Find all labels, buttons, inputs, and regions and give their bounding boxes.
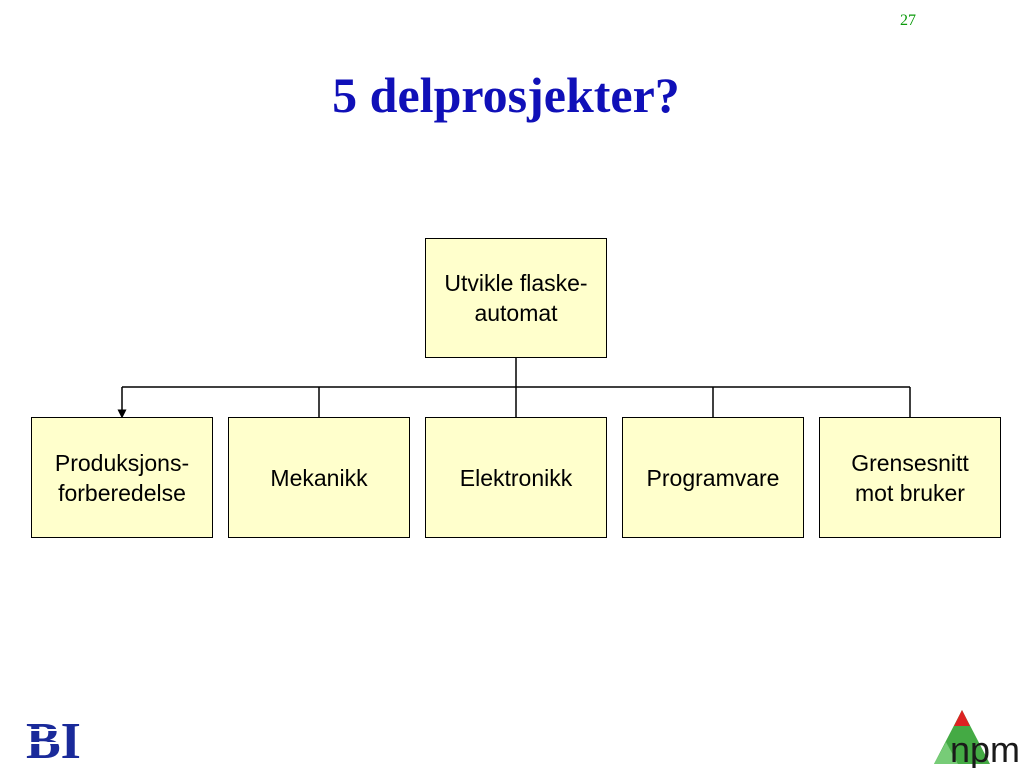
child-node-box: Grensesnitt mot bruker xyxy=(819,417,1001,538)
page-number: 27 xyxy=(900,12,916,29)
slide-title: 5 delprosjekter? xyxy=(332,67,680,123)
child-node-box: Programvare xyxy=(622,417,804,538)
child-node-box: Mekanikk xyxy=(228,417,410,538)
child-node-box: Produksjons- forberedelse xyxy=(31,417,213,538)
svg-text:npm: npm xyxy=(950,729,1020,768)
svg-text:BI: BI xyxy=(26,713,81,764)
root-node-box: Utvikle flaske- automat xyxy=(425,238,607,358)
npm-logo: npm xyxy=(934,710,1020,768)
child-node-box: Elektronikk xyxy=(425,417,607,538)
bi-logo: BI xyxy=(26,713,81,764)
